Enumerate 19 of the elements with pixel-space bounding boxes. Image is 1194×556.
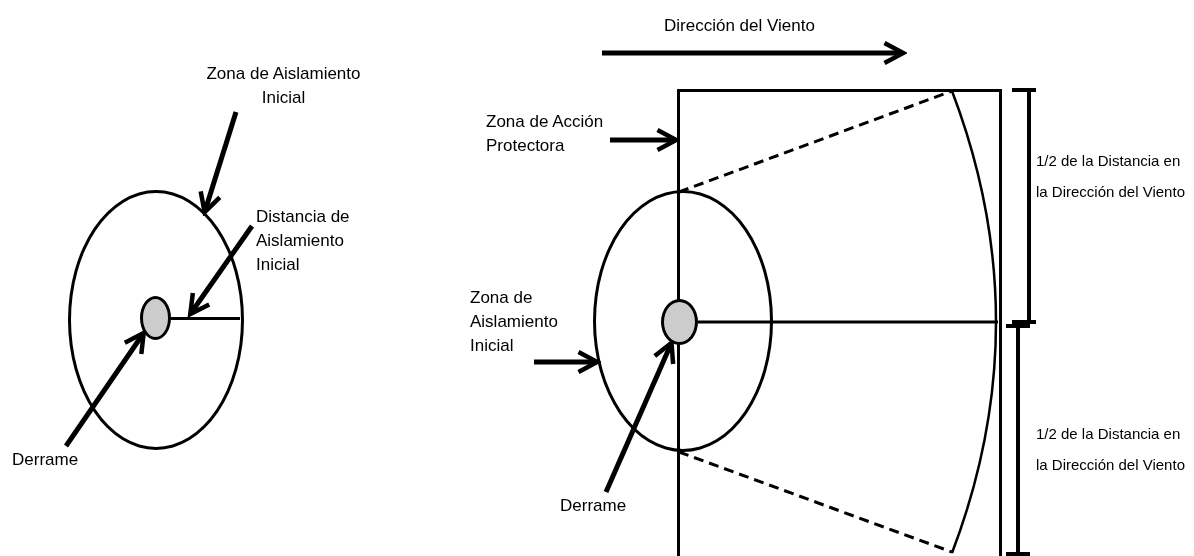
dimension-label: 1/2 de la Distancia en la Dirección del Viento xyxy=(1036,151,1186,202)
leader-arrow xyxy=(63,330,146,448)
isolation-zone-circle xyxy=(593,190,773,452)
leader-arrow xyxy=(534,349,600,375)
leader-arrow xyxy=(198,111,239,215)
callout-label: Derrame xyxy=(560,494,640,518)
callout-label: Zona de Aislamiento Inicial xyxy=(470,286,566,358)
spill-dot xyxy=(140,296,171,340)
spill-dot xyxy=(661,299,698,345)
callout-label: Zona de Acción Protectora xyxy=(486,110,608,158)
callout-label: Zona de Aislamiento Inicial xyxy=(196,62,371,110)
leader-arrow xyxy=(188,224,255,317)
callout-label: Derrame xyxy=(12,448,102,472)
direction-label: Dirección del Viento xyxy=(664,15,816,37)
callout-label: Distancia de Aislamiento Inicial xyxy=(256,205,391,277)
isolation-zone-circle xyxy=(68,190,244,450)
leader-arrow xyxy=(610,127,679,153)
dimension-label: 1/2 de la Distancia en la Dirección del Viento xyxy=(1036,424,1186,475)
leader-arrow xyxy=(603,340,676,493)
